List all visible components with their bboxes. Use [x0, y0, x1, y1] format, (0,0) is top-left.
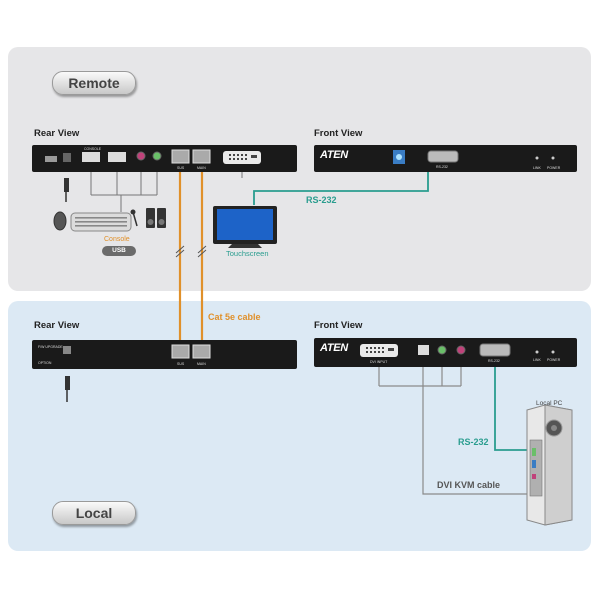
remote-front-power-tag: POWER — [547, 166, 561, 170]
local-power-cable-icon — [65, 376, 70, 402]
cable-break-marks — [175, 245, 207, 258]
local-rs232-label: RS-232 — [458, 437, 489, 447]
dvi-kvm-cable-label: DVI KVM cable — [437, 480, 501, 490]
local-rs232-line — [494, 367, 527, 451]
remote-console-bracket — [90, 172, 243, 212]
cat5e-cable-label: Cat 5e cable — [208, 312, 261, 322]
remote-brand-logo: ATEN — [320, 149, 348, 161]
console-devices — [53, 208, 166, 232]
remote-rear-ports — [45, 149, 261, 164]
dvi-kvm-cable — [378, 367, 527, 495]
usb-badge: USB — [102, 246, 136, 256]
local-option-tag: OPTION — [38, 361, 52, 365]
remote-front-link-tag: LINK — [533, 166, 541, 170]
remote-badge: Remote — [52, 71, 136, 95]
local-rear-view-title: Rear View — [34, 320, 80, 331]
local-badge: Local — [52, 501, 136, 525]
touchscreen-label: Touchscreen — [226, 249, 269, 258]
remote-sus-tag: SUS — [177, 166, 185, 170]
touchscreen-monitor — [213, 206, 277, 248]
remote-front-view-title: Front View — [314, 128, 363, 139]
remote-front-rs232-tag: RS-232 — [436, 165, 448, 169]
local-front-dvi-tag: DVI INPUT — [370, 360, 388, 364]
local-pc-label: Local PC — [536, 400, 563, 407]
remote-front-ports — [393, 150, 555, 164]
remote-main-tag: MAIN — [197, 166, 206, 170]
remote-rs232-line — [253, 172, 429, 205]
local-sus-tag: SUS — [177, 362, 185, 366]
cat5e-cables — [178, 172, 204, 340]
local-rear-ports — [63, 344, 211, 359]
remote-console-tag: CONSOLE — [84, 147, 102, 151]
local-front-power-tag: POWER — [547, 358, 561, 362]
local-front-link-tag: LINK — [533, 358, 541, 362]
local-firmware-tag: F/W UPGRADE — [38, 345, 63, 349]
local-brand-logo: ATEN — [320, 342, 348, 354]
local-pc-tower — [526, 404, 573, 526]
remote-power-cable-icon — [64, 178, 69, 202]
local-front-view-title: Front View — [314, 320, 363, 331]
remote-rs232-label: RS-232 — [306, 195, 337, 205]
remote-rear-view-title: Rear View — [34, 128, 80, 139]
local-front-ports — [360, 343, 555, 357]
local-rear-unit — [32, 340, 297, 369]
console-label: Console — [104, 236, 130, 243]
local-front-rs232-tag: RS-232 — [488, 359, 500, 363]
local-main-tag: MAIN — [197, 362, 206, 366]
